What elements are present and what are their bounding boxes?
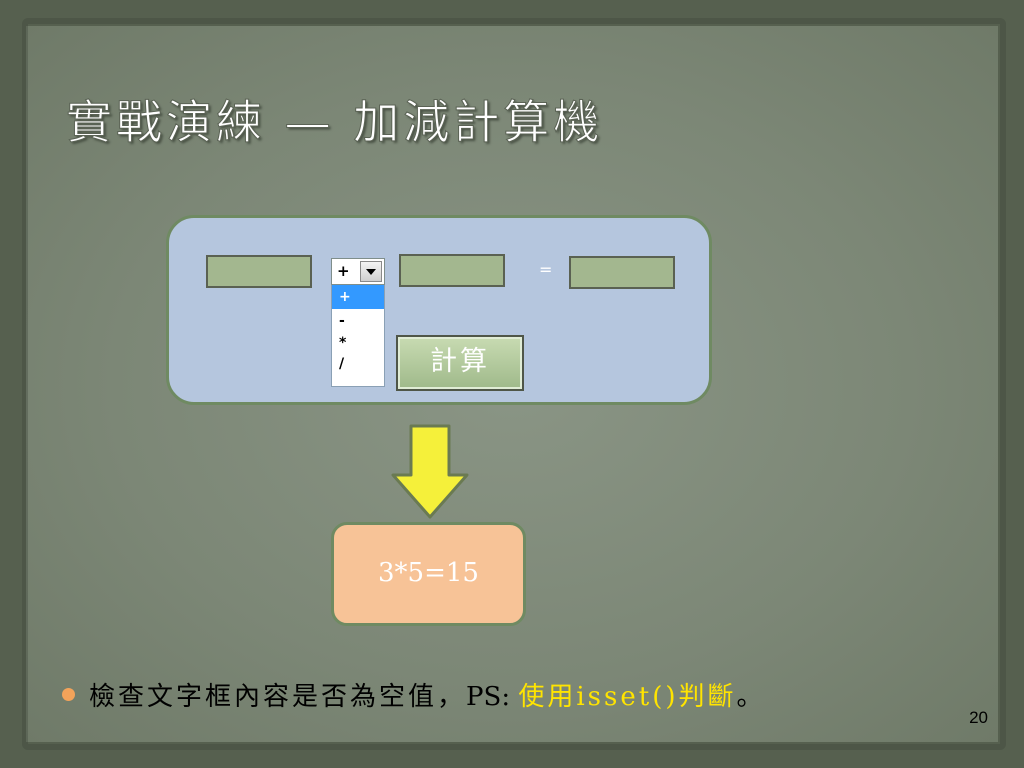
calculate-button[interactable]: 計算	[396, 335, 524, 391]
operator-select[interactable]: + + - * /	[331, 258, 385, 388]
operator-option-multiply[interactable]: *	[339, 335, 347, 351]
output-text: 3*5=15	[378, 558, 479, 588]
equals-sign: =	[539, 260, 553, 279]
result-field[interactable]	[569, 256, 675, 289]
operand2-input[interactable]	[399, 254, 505, 287]
operator-option-plus[interactable]: +	[332, 285, 384, 309]
note-highlight: 使用isset()判斷	[518, 682, 737, 712]
operator-select-field[interactable]: +	[331, 258, 385, 285]
arrow-down-icon	[390, 423, 470, 523]
dropdown-button[interactable]	[360, 261, 382, 282]
note-bullet: 檢查文字框內容是否為空值，PS: 使用isset()判斷。	[62, 676, 766, 713]
operator-option-divide[interactable]: /	[339, 356, 345, 372]
operator-selected-value: +	[337, 262, 350, 280]
slide-title: 實戰演練 — 加減計算機	[65, 95, 604, 150]
slide-number: 20	[969, 708, 988, 727]
operator-option-minus[interactable]: -	[339, 313, 345, 329]
calculator-panel: + + - * / = 計算	[166, 215, 712, 405]
bullet-dot-icon	[62, 688, 75, 701]
chevron-down-icon	[366, 269, 376, 275]
note-ps-label: PS:	[466, 682, 519, 712]
operand1-input[interactable]	[206, 255, 312, 288]
output-result-box: 3*5=15	[331, 522, 526, 626]
note-end: 。	[736, 682, 766, 712]
operator-options-list: + - * /	[331, 285, 385, 387]
note-text: 檢查文字框內容是否為空值，	[89, 682, 467, 712]
